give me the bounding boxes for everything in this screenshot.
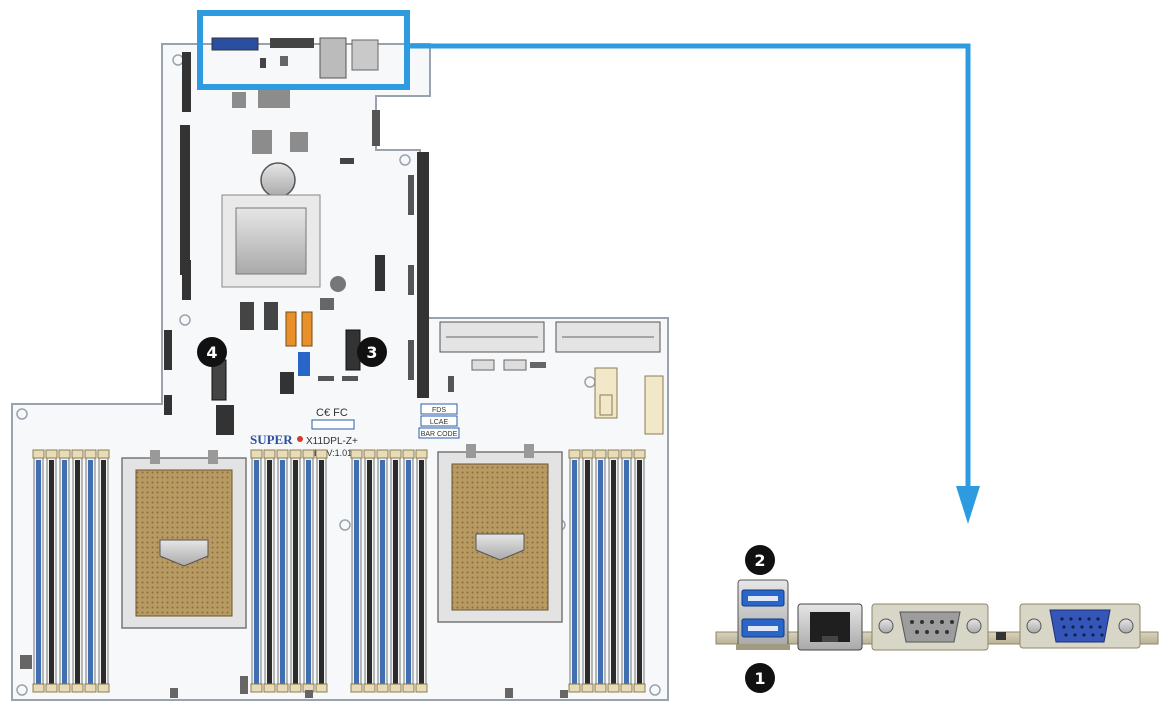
vga-port bbox=[1019, 603, 1141, 649]
dimm-slot bbox=[84, 449, 97, 693]
callout-badge-1: 1 bbox=[745, 663, 775, 693]
brand-dot bbox=[297, 436, 303, 442]
callout-number-1: 1 bbox=[754, 669, 765, 688]
cpu-socket-1 bbox=[121, 450, 247, 629]
dimm-slot bbox=[302, 449, 315, 693]
lan-port bbox=[797, 603, 863, 651]
callout-number-4: 4 bbox=[206, 343, 217, 362]
callout-badge-2: 2 bbox=[745, 545, 775, 575]
power-connectors bbox=[594, 367, 664, 435]
dimm-slot bbox=[315, 449, 328, 693]
dimm-slot bbox=[363, 449, 376, 693]
riser-slot-vertical bbox=[408, 152, 429, 398]
dimm-slot bbox=[32, 449, 45, 693]
board-model: X11DPL-Z+ bbox=[306, 436, 358, 447]
rear-io-panel bbox=[715, 579, 1159, 651]
dimm-slot bbox=[71, 449, 84, 693]
dimm-slots bbox=[32, 449, 646, 693]
dimm-slot bbox=[376, 449, 389, 693]
dimm-slot bbox=[58, 449, 71, 693]
callout-badge-3: 3 bbox=[357, 337, 387, 367]
left-edge-headers bbox=[164, 52, 191, 415]
pcie-slots bbox=[439, 321, 661, 371]
dimm-slot bbox=[607, 449, 620, 693]
board-labels: C€ FC SUPER X11DPL-Z+ REV:1.01 bbox=[250, 407, 358, 458]
bottom-components bbox=[20, 655, 568, 698]
brand-logo: SUPER bbox=[250, 432, 293, 447]
dimm-slot bbox=[250, 449, 263, 693]
dimm-slot bbox=[568, 449, 581, 693]
sticker-lcae: LCAE bbox=[430, 419, 449, 426]
callout-number-2: 2 bbox=[754, 551, 765, 570]
dimm-slot bbox=[263, 449, 276, 693]
dimm-slot bbox=[633, 449, 646, 693]
usb-stack bbox=[736, 579, 790, 650]
pointer-arrow-head bbox=[956, 486, 980, 524]
dimm-slot bbox=[415, 449, 428, 693]
serial-port bbox=[871, 603, 989, 651]
dimm-slot bbox=[620, 449, 633, 693]
dimm-slot bbox=[276, 449, 289, 693]
onboard-chips bbox=[232, 88, 380, 164]
board-stickers: FDS LCAE BAR CODE bbox=[418, 403, 460, 439]
motherboard: FDS LCAE BAR CODE C€ FC SUPER X11DPL-Z+ … bbox=[11, 37, 669, 701]
sticker-fds: FDS bbox=[432, 407, 446, 414]
sticker-barcode: BAR CODE bbox=[421, 431, 458, 438]
dimm-slot bbox=[97, 449, 110, 693]
rear-io-highlight-box bbox=[197, 10, 410, 90]
dimm-slot bbox=[594, 449, 607, 693]
pointer-arrow-line bbox=[407, 43, 971, 488]
rear-connectors-on-board bbox=[211, 37, 379, 79]
cert-mark: C€ FC bbox=[316, 407, 348, 419]
board-revision: REV:1.01 bbox=[314, 448, 352, 458]
dimm-slot bbox=[581, 449, 594, 693]
dimm-slot bbox=[402, 449, 415, 693]
pch-heatsink bbox=[221, 194, 321, 288]
buzzer bbox=[330, 276, 346, 292]
dimm-slot bbox=[45, 449, 58, 693]
middle-connectors bbox=[216, 255, 454, 435]
cmos-battery bbox=[260, 162, 296, 198]
dimm-slot bbox=[389, 449, 402, 693]
callout-badge-4: 4 bbox=[197, 337, 227, 367]
small-component bbox=[996, 632, 1006, 640]
cpu-socket-2 bbox=[437, 444, 563, 623]
dimm-slot bbox=[350, 449, 363, 693]
dimm-slot bbox=[289, 449, 302, 693]
callout-number-3: 3 bbox=[366, 343, 377, 362]
